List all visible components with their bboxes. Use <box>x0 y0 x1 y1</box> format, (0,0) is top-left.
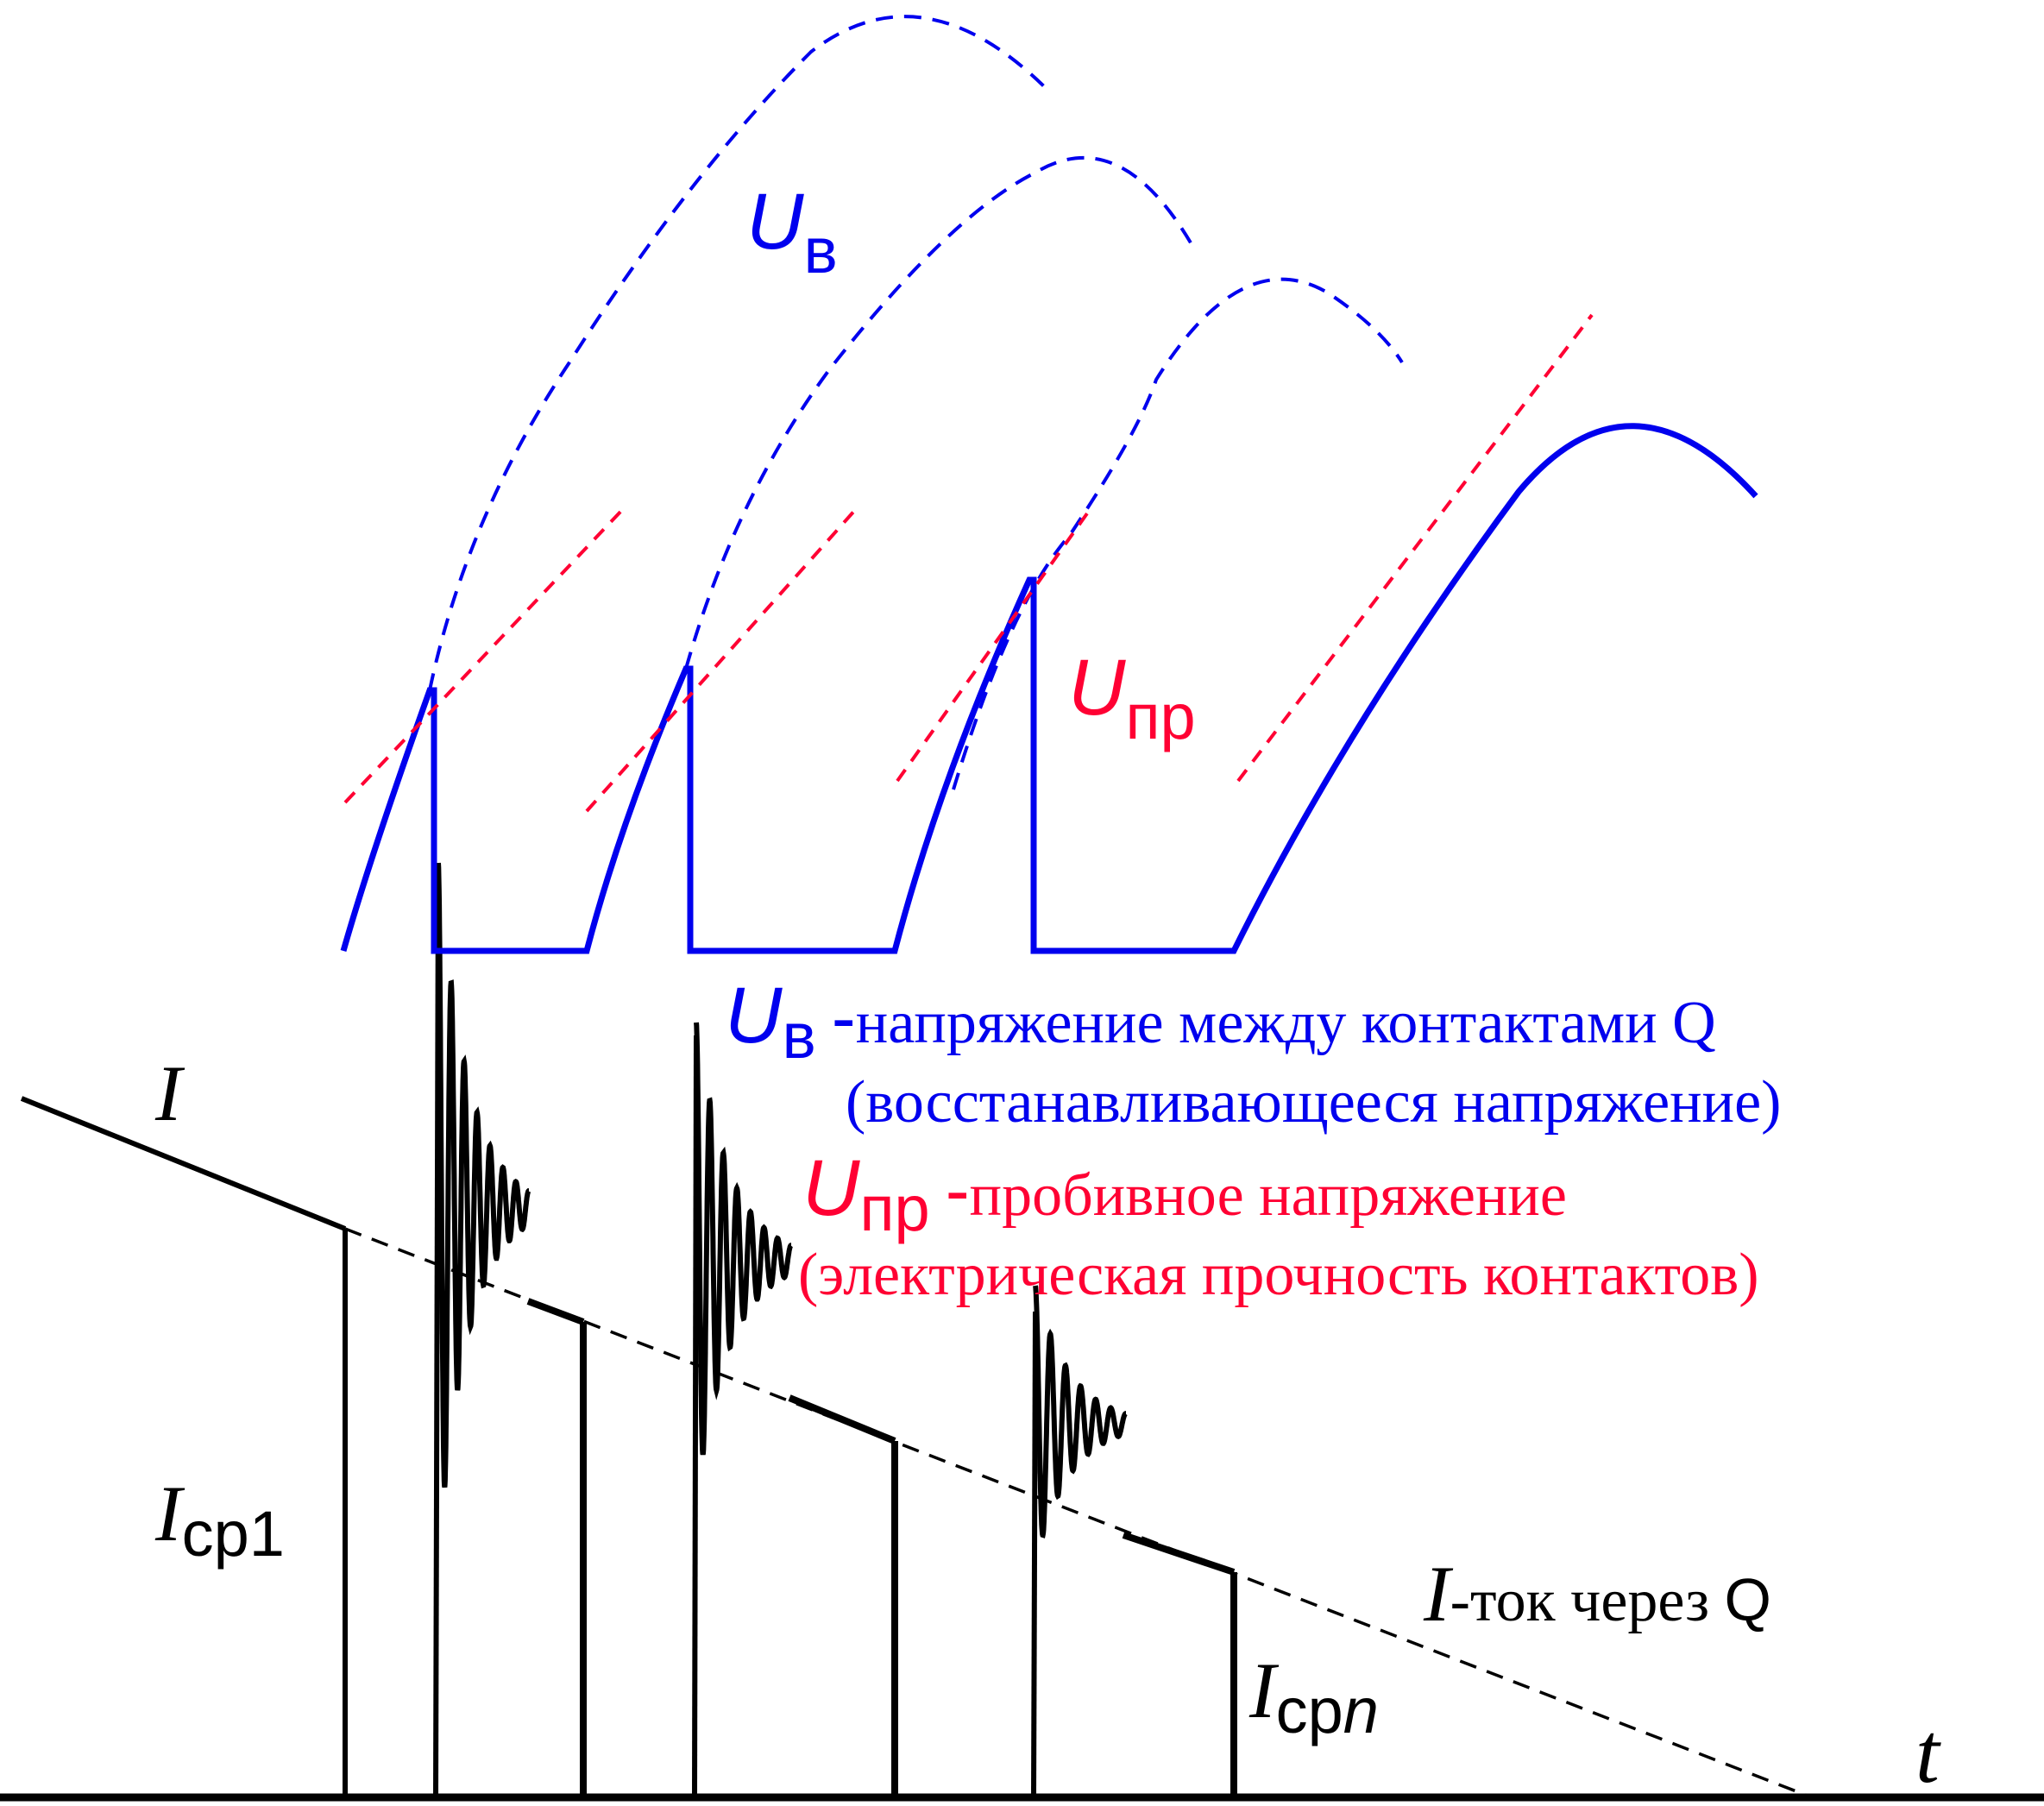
current-first-chop-label: Iср1 <box>154 1469 285 1570</box>
legend-upr-line2: (электрическая прочность контактов) <box>798 1242 1759 1308</box>
breakdown-voltage-4 <box>1236 313 1594 783</box>
time-axis-label: t <box>1915 1705 1941 1801</box>
current-reignition-rise-2 <box>692 1035 699 1798</box>
current-segment-2 <box>788 1394 896 1444</box>
current-reignition-rise-3 <box>1031 1311 1038 1798</box>
oscillation-burst-3 <box>1033 1285 1128 1539</box>
current-label: I <box>154 1049 186 1137</box>
recovery-voltage-dashed-3 <box>952 277 1404 790</box>
ub-label: Uв <box>746 178 838 286</box>
oscillation-burst-2 <box>694 1022 793 1456</box>
recovery-voltage-dashed-2 <box>684 155 1197 670</box>
legend-current: I-ток через Q <box>1423 1550 1771 1638</box>
breakdown-voltage-2 <box>585 507 858 813</box>
current-initial-line <box>20 1096 347 1231</box>
legend-ub-line1: Uв-напряжение между контактами Q <box>725 972 1716 1072</box>
current-segment-3 <box>1122 1532 1236 1576</box>
upr-label: Uпр <box>1068 644 1196 752</box>
legend-upr-line1: Uпр-пробивное напряжение <box>802 1144 1567 1244</box>
oscillation-burst-1 <box>436 862 531 1488</box>
recovery-voltage-dashed-1 <box>428 15 1050 691</box>
breakdown-voltage-3 <box>896 512 1089 783</box>
legend-ub-line2: (восстанавливающееся напряжение) <box>846 1069 1781 1136</box>
current-envelope-dashed <box>344 1227 1813 1799</box>
recovery-voltage-curve <box>340 423 1758 954</box>
current-oscillations <box>436 862 1128 1539</box>
current-nth-chop-label: Iсрn <box>1248 1646 1379 1746</box>
breakdown-voltage-1 <box>343 507 625 804</box>
current-segment-1 <box>526 1298 585 1325</box>
